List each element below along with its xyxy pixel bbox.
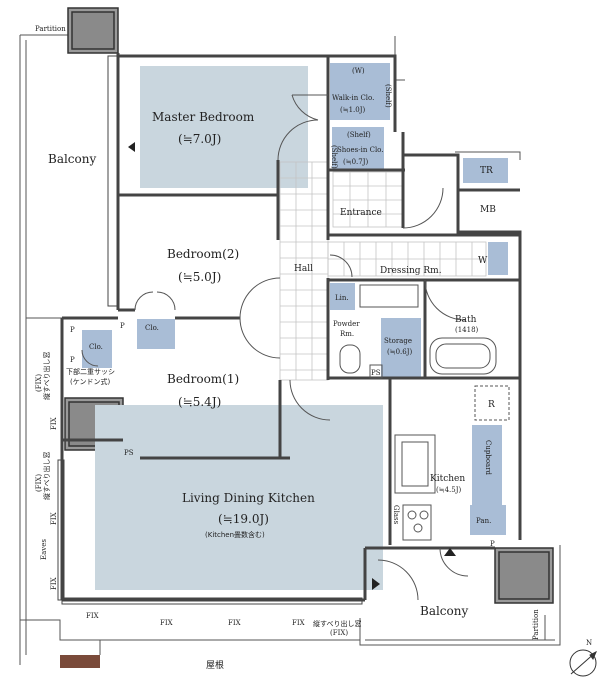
bath-size: (1418)	[455, 326, 479, 334]
shoes-in-shelf-top: (Shelf)	[347, 131, 371, 139]
bedroom2-name: Bedroom(2)	[167, 247, 239, 261]
cooktop	[402, 504, 432, 541]
glass-label: Glass	[392, 505, 400, 525]
shoes-in-size: (≒0.7J)	[343, 158, 369, 166]
r-label: R	[488, 400, 495, 410]
fix-bottom-2: FIX	[160, 619, 173, 627]
eaves-label: Eaves	[40, 539, 48, 560]
clo-lower-label: Clo.	[89, 343, 103, 351]
pan-fill	[470, 505, 506, 535]
partition-right-label: Partition	[532, 609, 540, 640]
storage-size: (≒0.6J)	[387, 348, 413, 356]
fix-vertical-3: FIX	[50, 577, 58, 590]
toilet	[339, 344, 361, 374]
ps-box-mid	[369, 364, 383, 379]
clo-upper-fill	[137, 319, 175, 349]
bedroom2-size: (≒5.0J)	[178, 270, 221, 284]
powder-name-1: Powder	[333, 320, 360, 328]
hall-tiles	[279, 161, 487, 381]
shoes-in-fill	[332, 127, 384, 169]
room-fills	[82, 63, 508, 590]
walk-in-w: (W)	[352, 67, 365, 75]
kitchen-name: Kitchen	[430, 474, 465, 484]
slide-bottom-a: 縦すべり出し窓	[313, 619, 362, 628]
master-bedroom-fill	[140, 66, 308, 188]
fixtures	[339, 284, 510, 541]
balcony-outlines	[19, 34, 561, 665]
tr-label: TR	[480, 166, 493, 176]
walk-in-fill	[330, 63, 390, 120]
vanity	[359, 284, 419, 308]
cupboard-label: Cupboard	[484, 440, 492, 476]
p-mid-label: P	[120, 322, 125, 330]
slide-1-a: 縦すべり出し窓	[42, 351, 51, 400]
cupboard-fill	[472, 425, 502, 505]
slide-2-a: 縦すべり出し窓	[42, 451, 51, 500]
window-strips	[57, 55, 363, 605]
linen-label: Lin.	[335, 294, 349, 302]
bathtub	[429, 337, 497, 375]
fix-bottom-4: FIX	[292, 619, 305, 627]
shoes-in-name: Shoes-in Clo.	[337, 146, 384, 154]
storage-fill	[381, 318, 421, 378]
slide-bottom-b: (FIX)	[330, 629, 348, 637]
entrance-label: Entrance	[340, 208, 382, 218]
hall-label: Hall	[294, 264, 313, 274]
mb-label: MB	[480, 205, 496, 215]
roof-mark	[60, 655, 100, 668]
balcony-left-label: Balcony	[48, 152, 96, 166]
ps-low-label: PS	[124, 449, 134, 457]
p-kitchen-label: P	[490, 540, 495, 548]
bath-name: Bath	[455, 315, 477, 325]
powder-name-2: Rm.	[340, 330, 354, 338]
storage-name: Storage	[384, 337, 412, 345]
dressing-w-fill	[488, 242, 508, 275]
ldk-fill-2	[95, 465, 383, 590]
double-sash-a: 下部二重サッシ	[66, 367, 115, 376]
bedroom1-name: Bedroom(1)	[167, 372, 239, 386]
fix-bottom-1: FIX	[86, 612, 99, 620]
fix-vertical-2: FIX	[50, 512, 58, 525]
doors	[81, 94, 469, 601]
kitchen-size: (≒4.5J)	[436, 486, 462, 494]
ldk-size: (≒19.0J)	[218, 512, 269, 526]
ps-mid-label: PS	[371, 369, 381, 377]
fix-vertical-1: FIX	[50, 417, 58, 430]
slide-1-b: (FIX)	[35, 374, 43, 392]
fix-bottom-3: FIX	[228, 619, 241, 627]
walk-in-shelf: (Shelf)	[384, 84, 392, 108]
double-sash-b: (ケンドン式)	[70, 377, 111, 386]
linen-fill	[330, 283, 355, 310]
p-lower-label: P	[70, 356, 75, 364]
ldk-note: (Kitchen畳数含む)	[205, 530, 265, 539]
dressing-label: Dressing Rm.	[380, 266, 442, 276]
fridge-r	[474, 385, 510, 421]
tr-fill	[463, 158, 508, 183]
north-label: N	[586, 639, 592, 647]
kitchen-island	[394, 434, 436, 494]
clo-upper-label: Clo.	[145, 324, 159, 332]
shoes-in-shelf-side: (Shelf)	[330, 145, 338, 169]
walk-in-name: Walk-in Clo.	[332, 94, 374, 102]
entry-arrow-ldk	[372, 578, 380, 590]
entry-arrow-master	[128, 142, 135, 152]
bedroom1-size: (≒5.4J)	[178, 395, 221, 409]
slide-2-b: (FIX)	[35, 474, 43, 492]
north-compass	[569, 649, 597, 677]
p-left-label: P	[70, 326, 75, 334]
dressing-w-label: W	[478, 256, 488, 266]
roof-label: 屋根	[206, 659, 224, 671]
walk-in-size: (≒1.0J)	[340, 106, 366, 114]
balcony-right-label: Balcony	[420, 604, 468, 618]
pan-label: Pan.	[476, 517, 491, 525]
partition-top-label: Partition	[35, 25, 66, 33]
ldk-name: Living Dining Kitchen	[182, 491, 315, 505]
master-bedroom-size: (≒7.0J)	[178, 132, 221, 146]
entry-arrow-kitchen	[444, 548, 456, 556]
master-bedroom-name: Master Bedroom	[152, 110, 255, 124]
